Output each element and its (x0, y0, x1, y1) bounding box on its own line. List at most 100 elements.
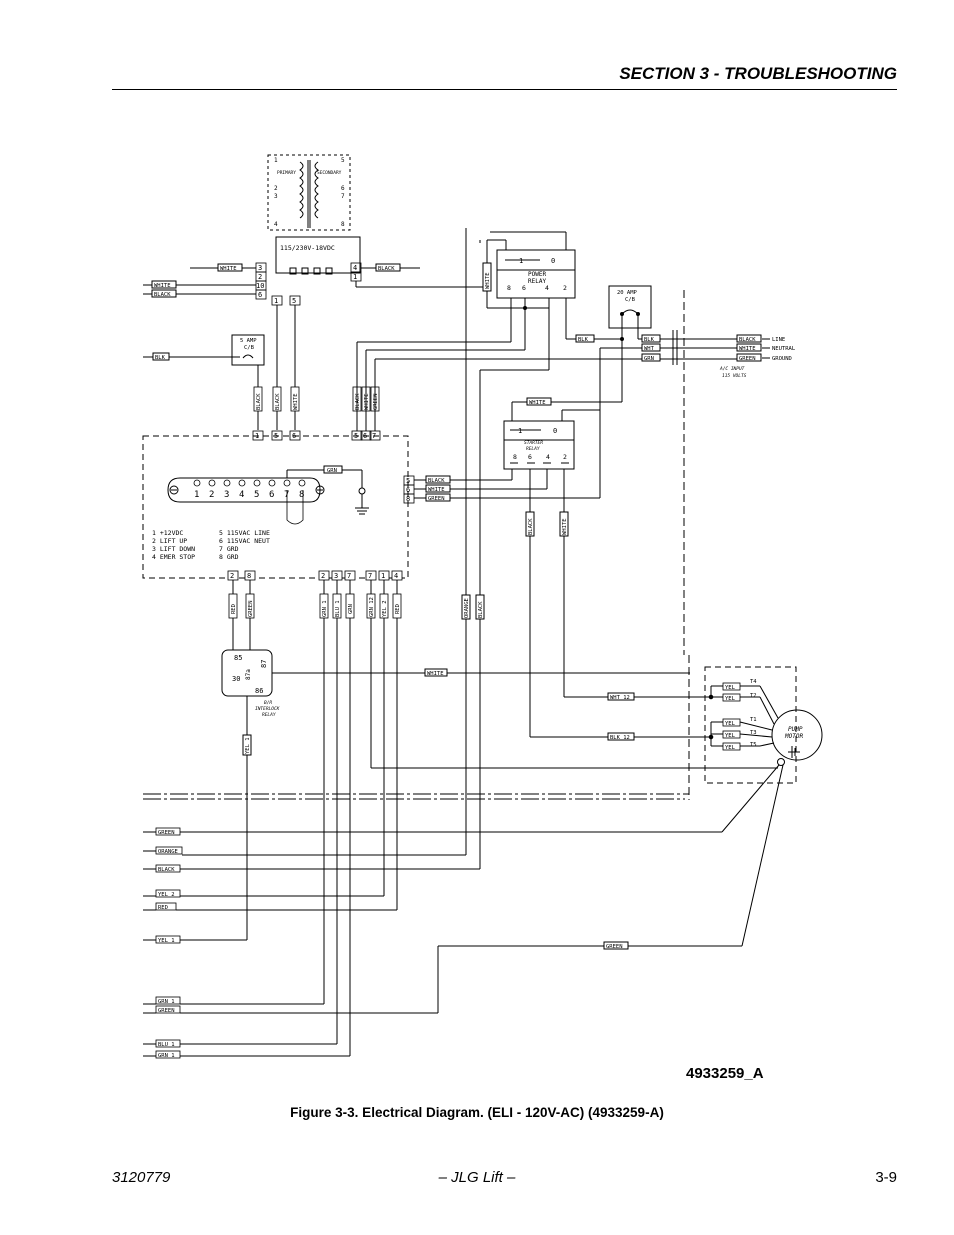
svg-text:RELAY: RELAY (526, 446, 540, 452)
svg-text:WHITE: WHITE (293, 393, 299, 410)
svg-text:YEL: YEL (725, 721, 736, 727)
svg-text:1: 1 (353, 273, 357, 281)
svg-text:BLK: BLK (644, 337, 655, 343)
svg-text:GREEN: GREEN (248, 600, 254, 617)
svg-text:1: 1 (194, 490, 199, 500)
svg-text:YEL: YEL (725, 733, 736, 739)
svg-text:WHITE: WHITE (562, 518, 568, 535)
svg-text:2: 2 (258, 273, 262, 281)
svg-text:YEL 1: YEL 1 (158, 938, 175, 944)
svg-text:BLACK: BLACK (256, 393, 262, 410)
svg-text:6: 6 (528, 453, 532, 461)
svg-text:2: 2 (230, 572, 234, 580)
svg-text:YEL 2: YEL 2 (158, 892, 175, 898)
svg-text:WHITE: WHITE (364, 393, 370, 410)
svg-text:BLACK: BLACK (528, 518, 534, 535)
svg-text:T3: T3 (750, 730, 757, 736)
svg-text:RELAY: RELAY (528, 278, 546, 285)
svg-text:10: 10 (256, 282, 264, 290)
drawing-number: 4933259_A (686, 1065, 764, 1082)
transformer: 1 5 2 3 6 7 4 8 PRIMARY SECONDARY 115/23… (267, 154, 361, 275)
svg-text:85: 85 (234, 654, 242, 662)
svg-text:GRN: GRN (327, 468, 337, 474)
svg-text:BLK: BLK (578, 337, 589, 343)
svg-text:BLACK: BLACK (739, 337, 756, 343)
svg-text:0: 0 (553, 427, 557, 435)
svg-text:BLK 12: BLK 12 (610, 735, 630, 741)
svg-text:1 +12VDC: 1 +12VDC (152, 529, 183, 537)
svg-text:GREEN: GREEN (606, 944, 623, 950)
page-number: 3-9 (875, 1169, 897, 1186)
svg-text:6: 6 (522, 284, 526, 292)
wire-label: WHITE (154, 283, 171, 289)
svg-text:BLU 1: BLU 1 (335, 600, 341, 617)
svg-text:2: 2 (209, 490, 214, 500)
svg-text:8: 8 (406, 495, 410, 503)
wire-label: WHITE (220, 266, 237, 272)
svg-text:GREEN: GREEN (158, 1008, 175, 1014)
svg-text:ORANGE: ORANGE (464, 598, 470, 618)
footer-center: – JLG Lift – (438, 1169, 516, 1186)
ac-neutral-label: NEUTRAL (772, 346, 796, 352)
svg-text:2: 2 (563, 453, 567, 461)
svg-text:1: 1 (274, 297, 278, 305)
svg-text:GREEN: GREEN (158, 830, 175, 836)
svg-text:1: 1 (381, 572, 385, 580)
svg-text:8 GRD: 8 GRD (219, 553, 239, 561)
svg-text:7: 7 (347, 572, 351, 580)
svg-text:87: 87 (260, 660, 268, 668)
svg-text:GRN 1: GRN 1 (158, 1053, 175, 1059)
svg-text:6: 6 (341, 185, 345, 192)
svg-text:1: 1 (519, 257, 523, 265)
svg-text:7 GRD: 7 GRD (219, 545, 239, 553)
svg-text:3: 3 (224, 490, 229, 500)
svg-text:BLACK: BLACK (275, 393, 281, 410)
power-relay: 1 0 POWER RELAY 8 6 4 2 (465, 228, 576, 855)
svg-text:7: 7 (368, 572, 372, 580)
svg-text:2 LIFT UP: 2 LIFT UP (152, 537, 187, 545)
svg-text:8: 8 (513, 453, 517, 461)
svg-text:4: 4 (239, 490, 244, 500)
svg-text:1: 1 (274, 157, 278, 164)
svg-text:MOTOR: MOTOR (784, 733, 803, 740)
svg-text:GRN: GRN (348, 604, 354, 614)
svg-text:ORANGE: ORANGE (158, 849, 178, 855)
doc-number: 3120779 (112, 1169, 171, 1186)
svg-text:GRN 1: GRN 1 (322, 600, 328, 617)
svg-text:WHT: WHT (644, 346, 655, 352)
svg-text:8: 8 (341, 221, 345, 228)
svg-text:BLACK: BLACK (355, 393, 361, 410)
svg-text:2: 2 (563, 284, 567, 292)
svg-text:6: 6 (258, 291, 262, 299)
svg-text:3: 3 (258, 264, 262, 272)
svg-text:5: 5 (254, 490, 259, 500)
svg-text:GREEN: GREEN (373, 393, 379, 410)
control-box (142, 435, 409, 579)
svg-text:C/B: C/B (625, 297, 636, 303)
svg-text:4: 4 (353, 264, 357, 272)
figure-caption: Figure 3-3. Electrical Diagram. (ELI - 1… (290, 1105, 664, 1120)
svg-text:T2: T2 (750, 693, 757, 699)
svg-text:C/B: C/B (244, 345, 255, 351)
svg-text:PUMP: PUMP (788, 726, 803, 733)
svg-text:BLACK: BLACK (158, 867, 175, 873)
svg-text:RED: RED (231, 604, 237, 614)
svg-text:INTERLOCK: INTERLOCK (255, 706, 280, 712)
svg-text:8: 8 (507, 284, 511, 292)
svg-text:4 EMER STOP: 4 EMER STOP (152, 553, 195, 561)
svg-text:BLACK: BLACK (478, 601, 484, 618)
svg-text:WHT 12: WHT 12 (610, 695, 630, 701)
svg-text:GRN 12: GRN 12 (369, 597, 375, 617)
connector-legend: 1 +12VDC 2 LIFT UP 3 LIFT DOWN 4 EMER ST… (152, 529, 270, 561)
svg-text:RED: RED (158, 905, 168, 911)
circuit-breaker-5amp: 5 AMP C/B (231, 334, 265, 366)
circuit-breaker-20amp: 20 AMP C/B (608, 285, 652, 329)
svg-text:30: 30 (232, 675, 240, 683)
wire-label: BLK (155, 355, 166, 361)
header-rule (112, 89, 897, 90)
svg-text:5 AMP: 5 AMP (240, 338, 257, 344)
svg-text:YEL: YEL (725, 685, 736, 691)
ac-ground-label: GROUND (772, 356, 792, 362)
